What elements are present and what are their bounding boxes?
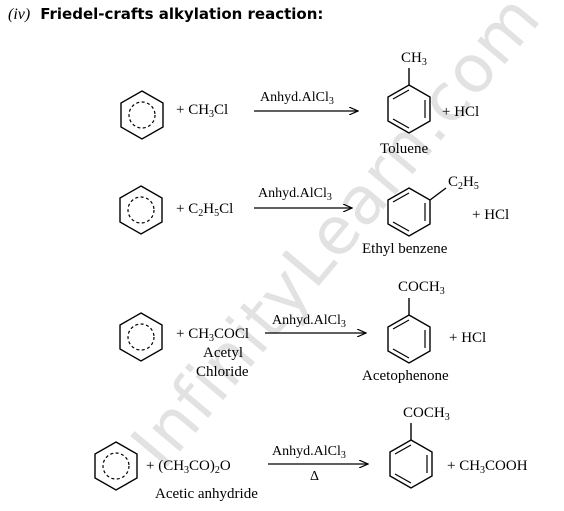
ethylbenzene-structure (387, 187, 447, 237)
benzene-reactant-1 (120, 90, 164, 140)
byproduct-3: + HCl (449, 330, 487, 346)
arrow-label-1: Anhyd.AlCl3 (260, 90, 334, 107)
acetophenone-structure-2 (389, 423, 433, 489)
toluene-structure (387, 68, 431, 134)
arrow-label-heat: Δ (310, 469, 320, 484)
byproduct-acetic-acid: + CH3COOH (447, 458, 528, 476)
substituent-ch3-1: CH3 (401, 50, 427, 68)
acetophenone-structure (387, 298, 431, 364)
substituent-coch3-1: COCH3 (398, 279, 445, 297)
product-name-3: Acetophenone (362, 368, 449, 384)
reactant-name-3b: Chloride (196, 364, 249, 380)
arrow-label-4: Anhyd.AlCl3 (272, 444, 346, 461)
reactant-methyl-chloride: + CH3Cl (176, 102, 229, 120)
reactant-acetyl-chloride: + CH3COCl (176, 326, 250, 344)
reactant-name-3a: Acetyl (203, 345, 243, 361)
byproduct-2: + HCl (472, 207, 510, 223)
section-heading: (iv) Friedel-crafts alkylation reaction: (8, 7, 323, 23)
arrow-label-2: Anhyd.AlCl3 (258, 186, 332, 203)
byproduct-1: + HCl (442, 104, 480, 120)
benzene-reactant-2 (119, 185, 163, 235)
product-name-2: Ethyl benzene (362, 241, 448, 257)
benzene-reactant-4 (94, 441, 138, 491)
substituent-c2h5: C2H5 (448, 174, 479, 192)
reactant-name-4: Acetic anhydride (155, 486, 258, 502)
product-name-1: Toluene (380, 141, 429, 157)
benzene-reactant-3 (119, 312, 163, 362)
arrow-label-3: Anhyd.AlCl3 (272, 313, 346, 330)
reactant-ethyl-chloride: + C2H5Cl (176, 201, 234, 219)
heading-title: Friedel-crafts alkylation reaction: (40, 5, 324, 23)
reactant-acetic-anhydride: + (CH3CO)2O (146, 458, 231, 476)
heading-number: (iv) (8, 6, 31, 23)
substituent-coch3-2: COCH3 (403, 405, 450, 423)
